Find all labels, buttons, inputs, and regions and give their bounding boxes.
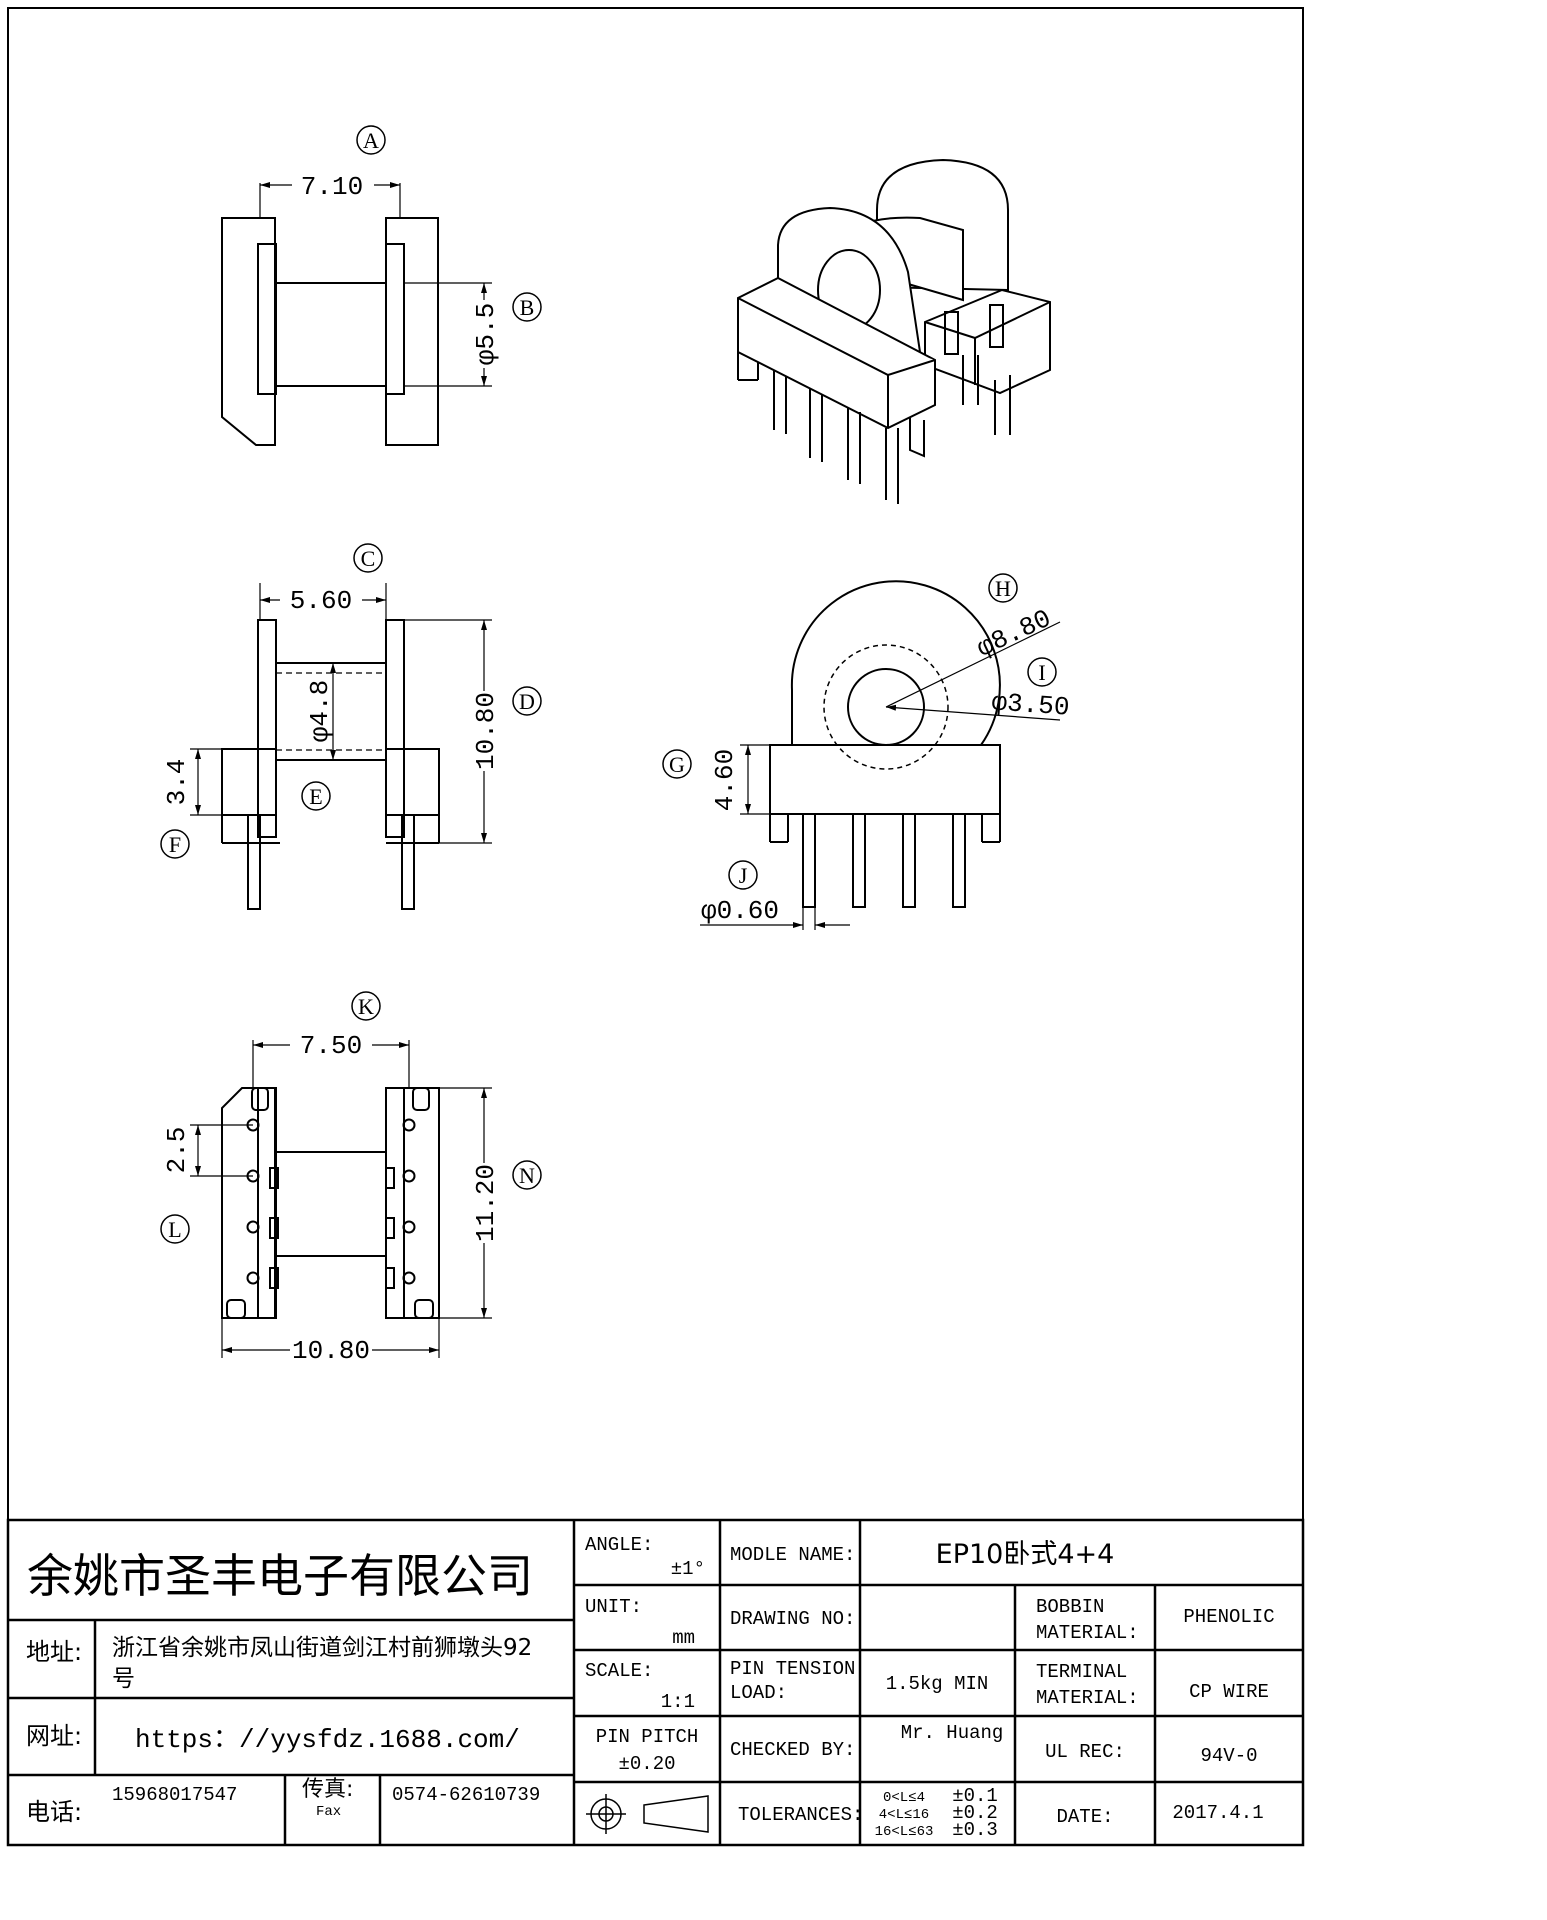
tolerances-label: TOLERANCES:	[738, 1804, 863, 1826]
svg-text:F: F	[169, 832, 181, 857]
balloon-d: D	[512, 686, 542, 716]
balloon-a: A	[356, 125, 386, 155]
fax-value: 0574-62610739	[392, 1784, 540, 1806]
ul-value: 94V-0	[1200, 1745, 1257, 1767]
svg-text:A: A	[363, 128, 379, 153]
tol-value-0: ±0.1	[952, 1785, 998, 1807]
tol-range-2: 16<L≤63	[875, 1824, 934, 1840]
terminal-label1: TERMINAL	[1036, 1661, 1127, 1683]
balloon-b: B	[512, 292, 542, 322]
address-label: 地址:	[26, 1638, 82, 1666]
date-value: 2017.4.1	[1172, 1802, 1263, 1824]
address-line1: 浙江省余姚市凤山街道剑江村前狮墩头92	[112, 1635, 532, 1661]
balloon-g: G	[662, 749, 692, 779]
svg-text:B: B	[520, 295, 535, 320]
model-value: EP10卧式4+4	[936, 1539, 1115, 1570]
balloon-l: L	[160, 1214, 190, 1244]
unit-label: UNIT:	[585, 1596, 642, 1618]
svg-text:H: H	[995, 576, 1011, 601]
scale-label: SCALE:	[585, 1660, 653, 1682]
svg-text:G: G	[669, 752, 685, 777]
tol-range-0: 0<L≤4	[883, 1790, 925, 1806]
phone-label: 电话:	[26, 1798, 82, 1826]
balloon-h: H	[988, 573, 1018, 603]
date-label: DATE:	[1056, 1806, 1113, 1828]
angle-label: ANGLE:	[585, 1534, 653, 1556]
bobbin-label2: MATERIAL:	[1036, 1622, 1139, 1644]
isometric-view	[737, 158, 1051, 504]
address-line2: 号	[112, 1666, 135, 1692]
unit-value: mm	[672, 1627, 695, 1649]
balloon-j: J	[728, 860, 758, 890]
angle-value: ±1°	[671, 1558, 705, 1580]
terminal-label2: MATERIAL:	[1036, 1687, 1139, 1709]
balloon-f: F	[160, 829, 190, 859]
tol-range-1: 4<L≤16	[879, 1807, 929, 1823]
bobbin-label1: BOBBIN	[1036, 1596, 1104, 1618]
balloon-n: N	[512, 1160, 542, 1190]
svg-text:I: I	[1038, 660, 1045, 685]
dim-l-pitch: 2.5	[162, 1127, 192, 1174]
checked-value: Mr. Huang	[901, 1722, 1004, 1744]
balloon-c: C	[353, 543, 383, 573]
pin-pitch-value: ±0.20	[618, 1753, 675, 1775]
balloon-e: E	[301, 781, 331, 811]
view-k-bottom	[190, 1040, 492, 1358]
dim-a-width: 7.10	[301, 172, 363, 202]
pin-tension-label2: LOAD:	[730, 1682, 787, 1704]
drawing-no-label: DRAWING NO:	[730, 1608, 855, 1630]
tol-value-1: ±0.2	[952, 1802, 998, 1824]
pin-tension-value: 1.5kg MIN	[886, 1673, 989, 1695]
dim-j-dia: φ0.60	[701, 896, 779, 926]
projection-symbol-icon	[586, 1794, 709, 1834]
view-c-side	[190, 583, 492, 910]
dim-c-width: 5.60	[290, 586, 352, 616]
svg-text:K: K	[358, 994, 374, 1019]
svg-text:D: D	[519, 689, 535, 714]
svg-text:C: C	[361, 546, 376, 571]
bobbin-value: PHENOLIC	[1183, 1606, 1274, 1628]
pin-tension-label1: PIN TENSION	[730, 1658, 855, 1680]
balloon-i: I	[1027, 657, 1057, 687]
fax-label-cn: 传真:	[302, 1777, 353, 1802]
svg-text:E: E	[309, 784, 322, 809]
dim-bottom-width: 10.80	[292, 1336, 370, 1366]
svg-text:L: L	[168, 1217, 181, 1242]
dim-c-core-dia: φ4.8	[305, 680, 335, 742]
dim-g-height: 4.60	[710, 749, 740, 811]
view-front	[700, 580, 1061, 930]
scale-value: 1:1	[661, 1691, 695, 1713]
phone-value: 15968017547	[112, 1784, 237, 1806]
company-name: 余姚市圣丰电子有限公司	[27, 1549, 533, 1603]
fax-label-en: Fax	[316, 1804, 341, 1820]
svg-text:N: N	[519, 1163, 535, 1188]
model-label: MODLE NAME:	[730, 1544, 855, 1566]
dim-i-dia: φ3.50	[991, 687, 1071, 722]
web-label: 网址:	[26, 1722, 82, 1750]
svg-text:J: J	[739, 863, 748, 888]
dim-n-height: 11.20	[471, 1164, 501, 1242]
tol-value-2: ±0.3	[952, 1819, 998, 1841]
balloon-k: K	[351, 991, 381, 1021]
dim-f-height: 3.4	[162, 759, 192, 806]
ul-label: UL REC:	[1045, 1741, 1125, 1763]
web-url: https：//yysfdz.1688.com/	[135, 1725, 520, 1755]
pin-pitch-label: PIN PITCH	[596, 1726, 699, 1748]
title-block-grid	[6, 1518, 1305, 1847]
dim-b-dia: φ5.5	[471, 303, 501, 365]
dim-d-height: 10.80	[471, 692, 501, 770]
terminal-value: CP WIRE	[1189, 1681, 1269, 1703]
checked-label: CHECKED BY:	[730, 1739, 855, 1761]
dim-h-dia: φ8.80	[972, 604, 1055, 664]
view-a-top	[221, 182, 492, 446]
dim-k-width: 7.50	[300, 1031, 362, 1061]
